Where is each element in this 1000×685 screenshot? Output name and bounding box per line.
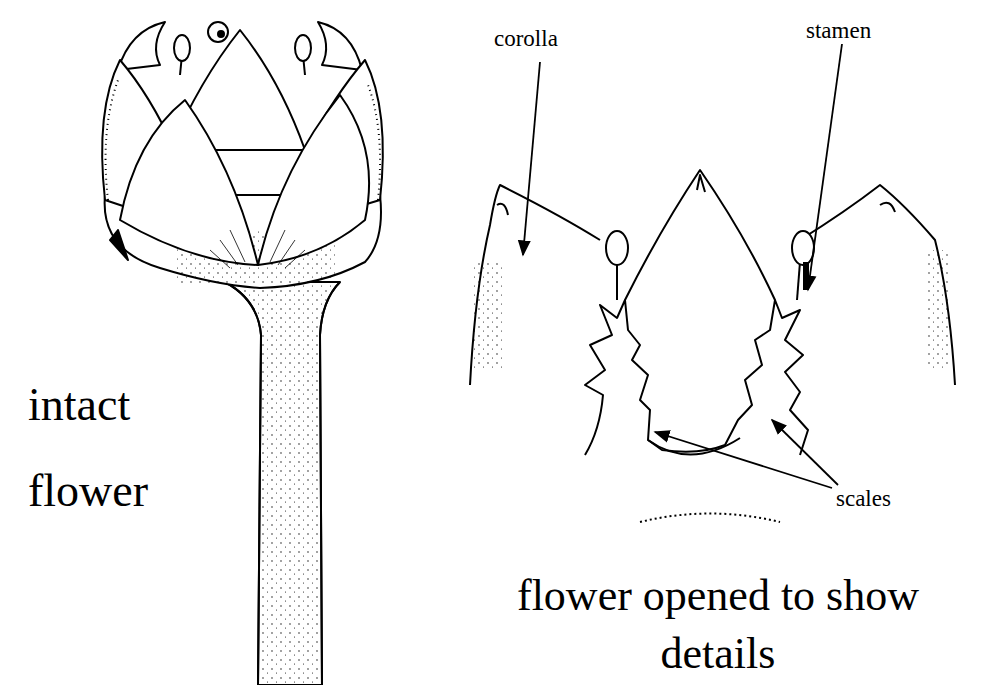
figure-caption: flower opened to show details: [468, 567, 968, 683]
opened-flower-drawing: [470, 170, 955, 522]
intact-flower-drawing: [102, 22, 383, 685]
part-label: stamen: [806, 16, 926, 46]
figure-caption: intact flower: [28, 362, 198, 534]
part-label: corolla: [494, 24, 614, 54]
leader-lines: [523, 44, 842, 488]
part-label: scales: [836, 484, 956, 514]
